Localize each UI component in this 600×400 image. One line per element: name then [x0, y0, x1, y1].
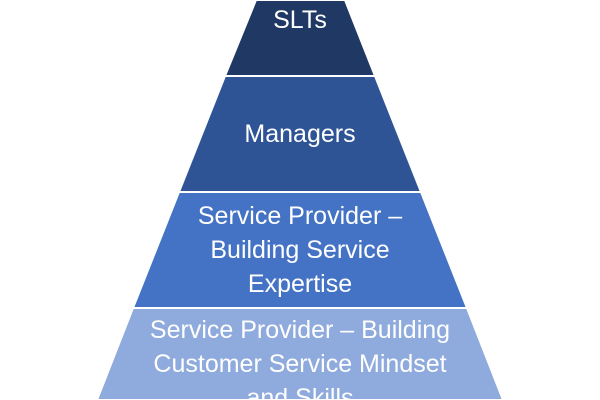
tier-label-line: SLTs: [273, 6, 327, 34]
tier-label-customer-mindset: Service Provider – Building Customer Ser…: [0, 313, 600, 400]
tier-label-slts: SLTs: [0, 3, 600, 37]
tier-label-line: Service Provider – Building: [149, 316, 451, 344]
tier-label-line: and Skills: [246, 384, 354, 400]
tier-label-service-expertise: Service Provider – Building Service Expe…: [0, 199, 600, 301]
pyramid-tier-customer-mindset: [95, 307, 505, 400]
tier-label-line: Building Service: [210, 236, 390, 264]
tier-label-managers: Managers: [0, 117, 600, 151]
tier-label-line: Service Provider –: [197, 202, 403, 230]
tier-label-line: Managers: [244, 120, 356, 148]
tier-label-line: Customer Service Mindset: [153, 350, 447, 378]
tier-label-line: Expertise: [247, 270, 353, 298]
